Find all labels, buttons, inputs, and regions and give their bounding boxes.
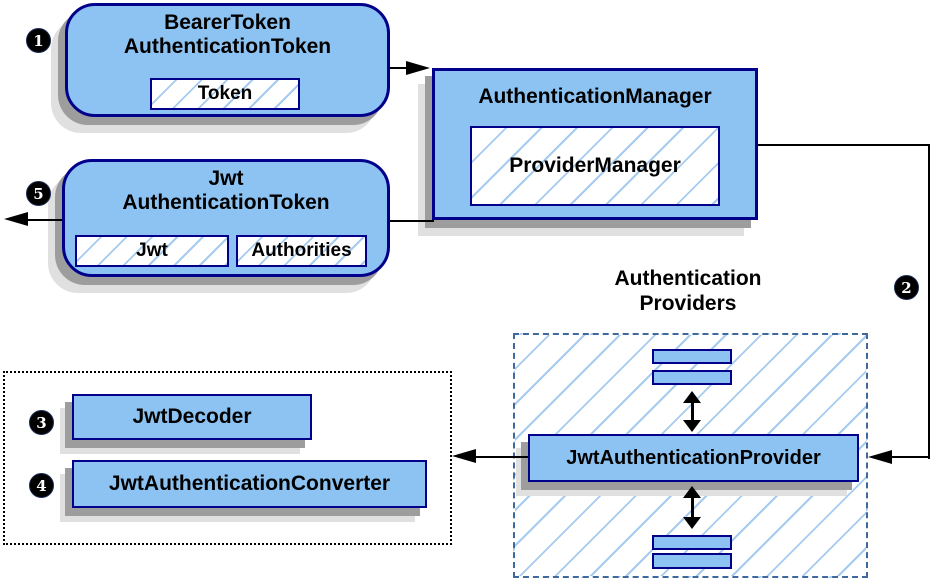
jwt-token-box-title: Jwt AuthenticationToken	[65, 167, 387, 215]
authentication-manager-title: AuthenticationManager	[478, 85, 712, 108]
manager-to-provider-line-vertical	[928, 144, 930, 459]
arrowhead-left-icon	[868, 450, 892, 464]
bearer-token-box-title-line2: AuthenticationToken	[123, 35, 332, 58]
arrowhead-up-icon	[683, 391, 701, 403]
provider-placeholder-bar	[652, 553, 732, 569]
provider-to-decoder-line	[470, 456, 528, 458]
bearer-token-authentication-token-box: BearerToken AuthenticationToken Token	[65, 3, 390, 117]
bearer-to-manager-line	[390, 67, 412, 69]
token-inner-box: Token	[150, 78, 300, 110]
outgoing-response-line	[20, 219, 62, 221]
provider-manager-inner-box: ProviderManager	[470, 126, 720, 206]
double-arrow-icon	[683, 391, 701, 432]
arrowhead-down-icon	[683, 420, 701, 432]
decoder-converter-container: 3 JwtDecoder 4 JwtAuthenticationConverte…	[3, 371, 452, 545]
arrowhead-left-icon	[452, 449, 476, 463]
double-arrow-shaft	[690, 498, 694, 517]
step-2-badge: 2	[894, 275, 919, 300]
double-arrow-shaft	[690, 403, 694, 420]
provider-placeholder-bar	[652, 349, 732, 364]
arrowhead-right-icon	[406, 61, 430, 75]
authentication-providers-label: Authentication Providers	[558, 266, 818, 316]
arrowhead-left-icon	[4, 212, 28, 226]
jwt-authentication-provider-box: JwtAuthenticationProvider	[528, 434, 859, 482]
jwt-token-box-title-line2: AuthenticationToken	[122, 191, 330, 214]
step-4-badge: 4	[29, 473, 54, 498]
step-1-badge: 1	[26, 28, 51, 53]
authentication-providers-container: JwtAuthenticationProvider	[513, 333, 868, 578]
provider-placeholder-bar	[652, 370, 732, 385]
manager-to-provider-line-entry	[888, 456, 930, 458]
jwt-authentication-token-box: Jwt AuthenticationToken Jwt Authorities	[62, 159, 390, 277]
authentication-providers-label-line1: Authentication	[614, 267, 762, 290]
step-5-badge: 5	[26, 181, 51, 206]
authorities-inner-box: Authorities	[236, 235, 367, 267]
provider-placeholder-bar	[652, 535, 732, 550]
double-arrow-icon	[683, 486, 701, 529]
arrowhead-up-icon	[683, 486, 701, 498]
manager-to-provider-line-horizontal	[758, 144, 930, 146]
jwt-token-box-title-line1: Jwt	[208, 167, 244, 190]
bearer-token-box-title-line1: BearerToken	[164, 11, 291, 34]
authentication-manager-box: AuthenticationManager ProviderManager	[432, 68, 758, 220]
authentication-providers-label-line2: Providers	[639, 292, 737, 315]
jwt-authentication-converter-box: JwtAuthenticationConverter	[72, 460, 427, 508]
step-3-badge: 3	[29, 410, 54, 435]
arrowhead-down-icon	[683, 517, 701, 529]
jwt-inner-box: Jwt	[75, 235, 229, 267]
manager-to-jwt-token-line	[390, 220, 434, 222]
jwt-decoder-box: JwtDecoder	[72, 394, 312, 440]
bearer-token-box-title: BearerToken AuthenticationToken	[68, 11, 387, 59]
